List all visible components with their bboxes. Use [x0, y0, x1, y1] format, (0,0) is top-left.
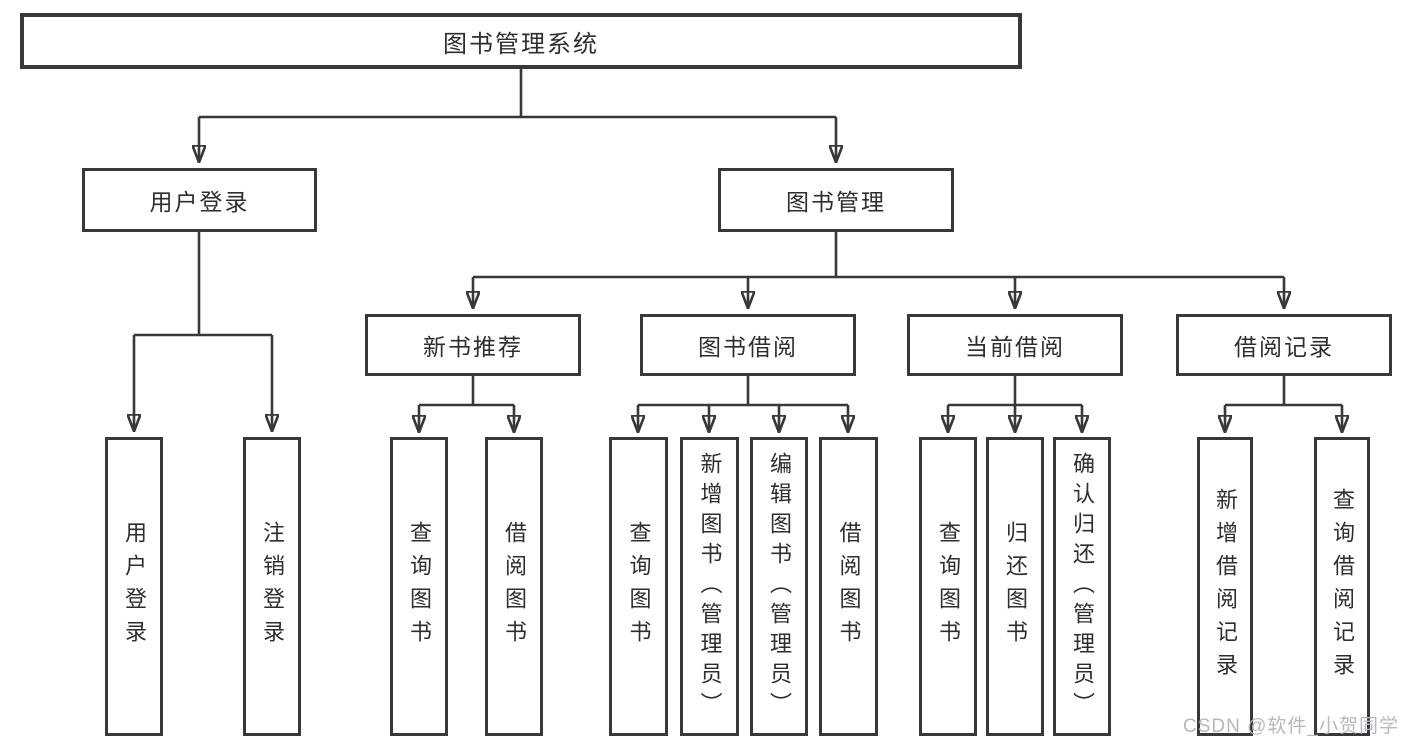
node-user-login: 用户登录	[82, 168, 317, 232]
node-leaf-br-add: 新增借阅记录	[1197, 437, 1253, 736]
node-leaf-br-add-label: 新增借阅记录	[1213, 487, 1238, 686]
node-leaf-bb-edit: 编辑图书（管理员）	[750, 437, 808, 736]
node-root: 图书管理系统	[20, 13, 1022, 69]
node-leaf-bb-add: 新增图书（管理员）	[680, 437, 739, 736]
node-leaf-bb-query-label: 查询图书	[626, 520, 652, 653]
node-new-book-rec: 新书推荐	[365, 314, 581, 376]
node-book-borrow: 图书借阅	[640, 314, 856, 376]
node-leaf-nbr-borrow-label: 借阅图书	[502, 520, 527, 653]
node-leaf-bb-borrow-label: 借阅图书	[836, 520, 862, 653]
node-borrow-record-label: 借阅记录	[1234, 334, 1334, 360]
node-new-book-rec-label: 新书推荐	[423, 334, 523, 360]
node-leaf-logout-label: 注销登录	[260, 520, 285, 653]
node-leaf-bb-query: 查询图书	[609, 437, 668, 736]
node-leaf-cb-query-label: 查询图书	[936, 520, 961, 653]
node-leaf-user-login: 用户登录	[105, 437, 163, 736]
node-leaf-bb-add-label: 新增图书（管理员）	[697, 451, 723, 722]
node-leaf-logout: 注销登录	[243, 437, 301, 736]
node-leaf-br-query: 查询借阅记录	[1314, 437, 1370, 736]
node-current-borrow: 当前借阅	[907, 314, 1123, 376]
node-leaf-nbr-borrow: 借阅图书	[485, 437, 543, 736]
node-leaf-cb-return: 归还图书	[986, 437, 1044, 736]
node-leaf-user-login-label: 用户登录	[122, 520, 147, 653]
node-user-login-label: 用户登录	[149, 189, 250, 215]
node-leaf-cb-query: 查询图书	[919, 437, 977, 736]
node-borrow-record: 借阅记录	[1176, 314, 1392, 376]
node-leaf-bb-edit-label: 编辑图书（管理员）	[767, 451, 792, 722]
node-leaf-cb-confirm-label: 确认归还（管理员）	[1070, 451, 1095, 722]
node-root-label: 图书管理系统	[443, 30, 599, 58]
node-leaf-br-query-label: 查询借阅记录	[1330, 487, 1355, 686]
node-current-borrow-label: 当前借阅	[965, 334, 1065, 360]
node-leaf-nbr-query-label: 查询图书	[407, 520, 432, 653]
node-leaf-nbr-query: 查询图书	[390, 437, 448, 736]
node-leaf-cb-confirm: 确认归还（管理员）	[1053, 437, 1111, 736]
node-book-borrow-label: 图书借阅	[698, 334, 798, 360]
node-book-mgmt: 图书管理	[718, 168, 954, 232]
node-leaf-cb-return-label: 归还图书	[1003, 520, 1028, 653]
node-book-mgmt-label: 图书管理	[786, 189, 886, 215]
node-leaf-bb-borrow: 借阅图书	[819, 437, 878, 736]
